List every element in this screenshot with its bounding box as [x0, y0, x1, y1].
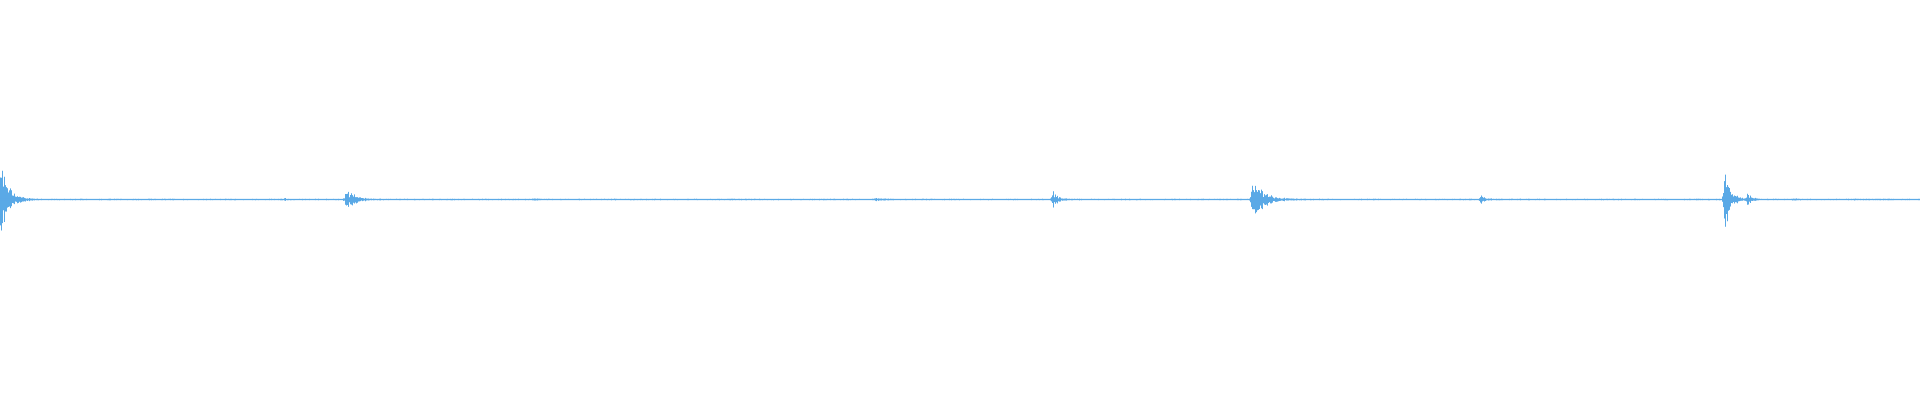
waveform-trace [0, 170, 1920, 231]
